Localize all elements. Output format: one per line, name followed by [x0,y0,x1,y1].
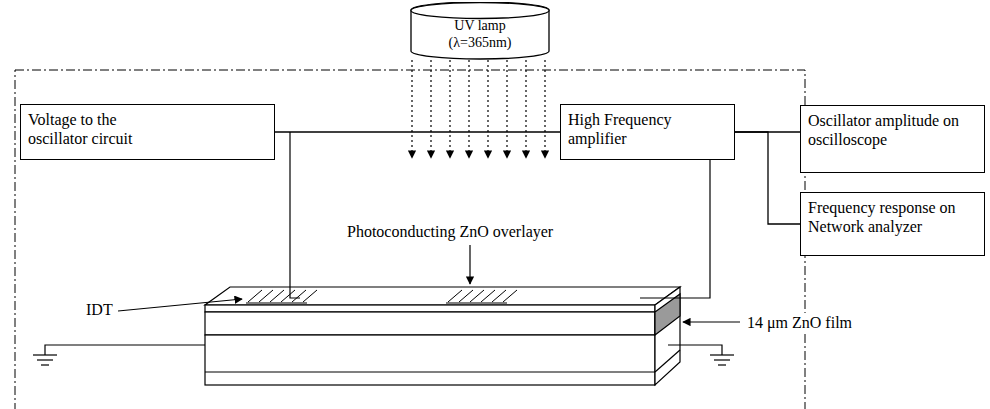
node-text: Frequency response on Network analyzer [808,198,977,236]
network-analyzer-box: Frequency response on Network analyzer [800,192,985,256]
signal-wire [275,131,560,132]
voltage-source-box: Voltage to the oscillator circuit [20,104,275,160]
node-text: Voltage to the oscillator circuit [28,110,178,148]
node-text: High Frequency amplifier [568,110,693,148]
enclosure-outline [15,70,805,409]
uv-rays [412,60,545,158]
layer-label: Photoconducting ZnO overlayer [345,222,555,241]
oscilloscope-box: Oscillator amplitude on oscilloscope [800,105,985,173]
film-label: 14 μm ZnO film [745,313,854,332]
uv-lamp: UV lamp (λ=365nm) [410,2,550,60]
signal-wire [735,132,800,224]
leader-arrows [118,245,740,322]
node-text: UV lamp (λ=365nm) [430,18,530,52]
idt-label: IDT [84,300,115,319]
idt-fingers [246,290,517,303]
wires [33,132,734,365]
saw-device [205,287,680,385]
amplifier-box: High Frequency amplifier [560,104,735,160]
node-text: Oscillator amplitude on oscilloscope [808,111,977,149]
